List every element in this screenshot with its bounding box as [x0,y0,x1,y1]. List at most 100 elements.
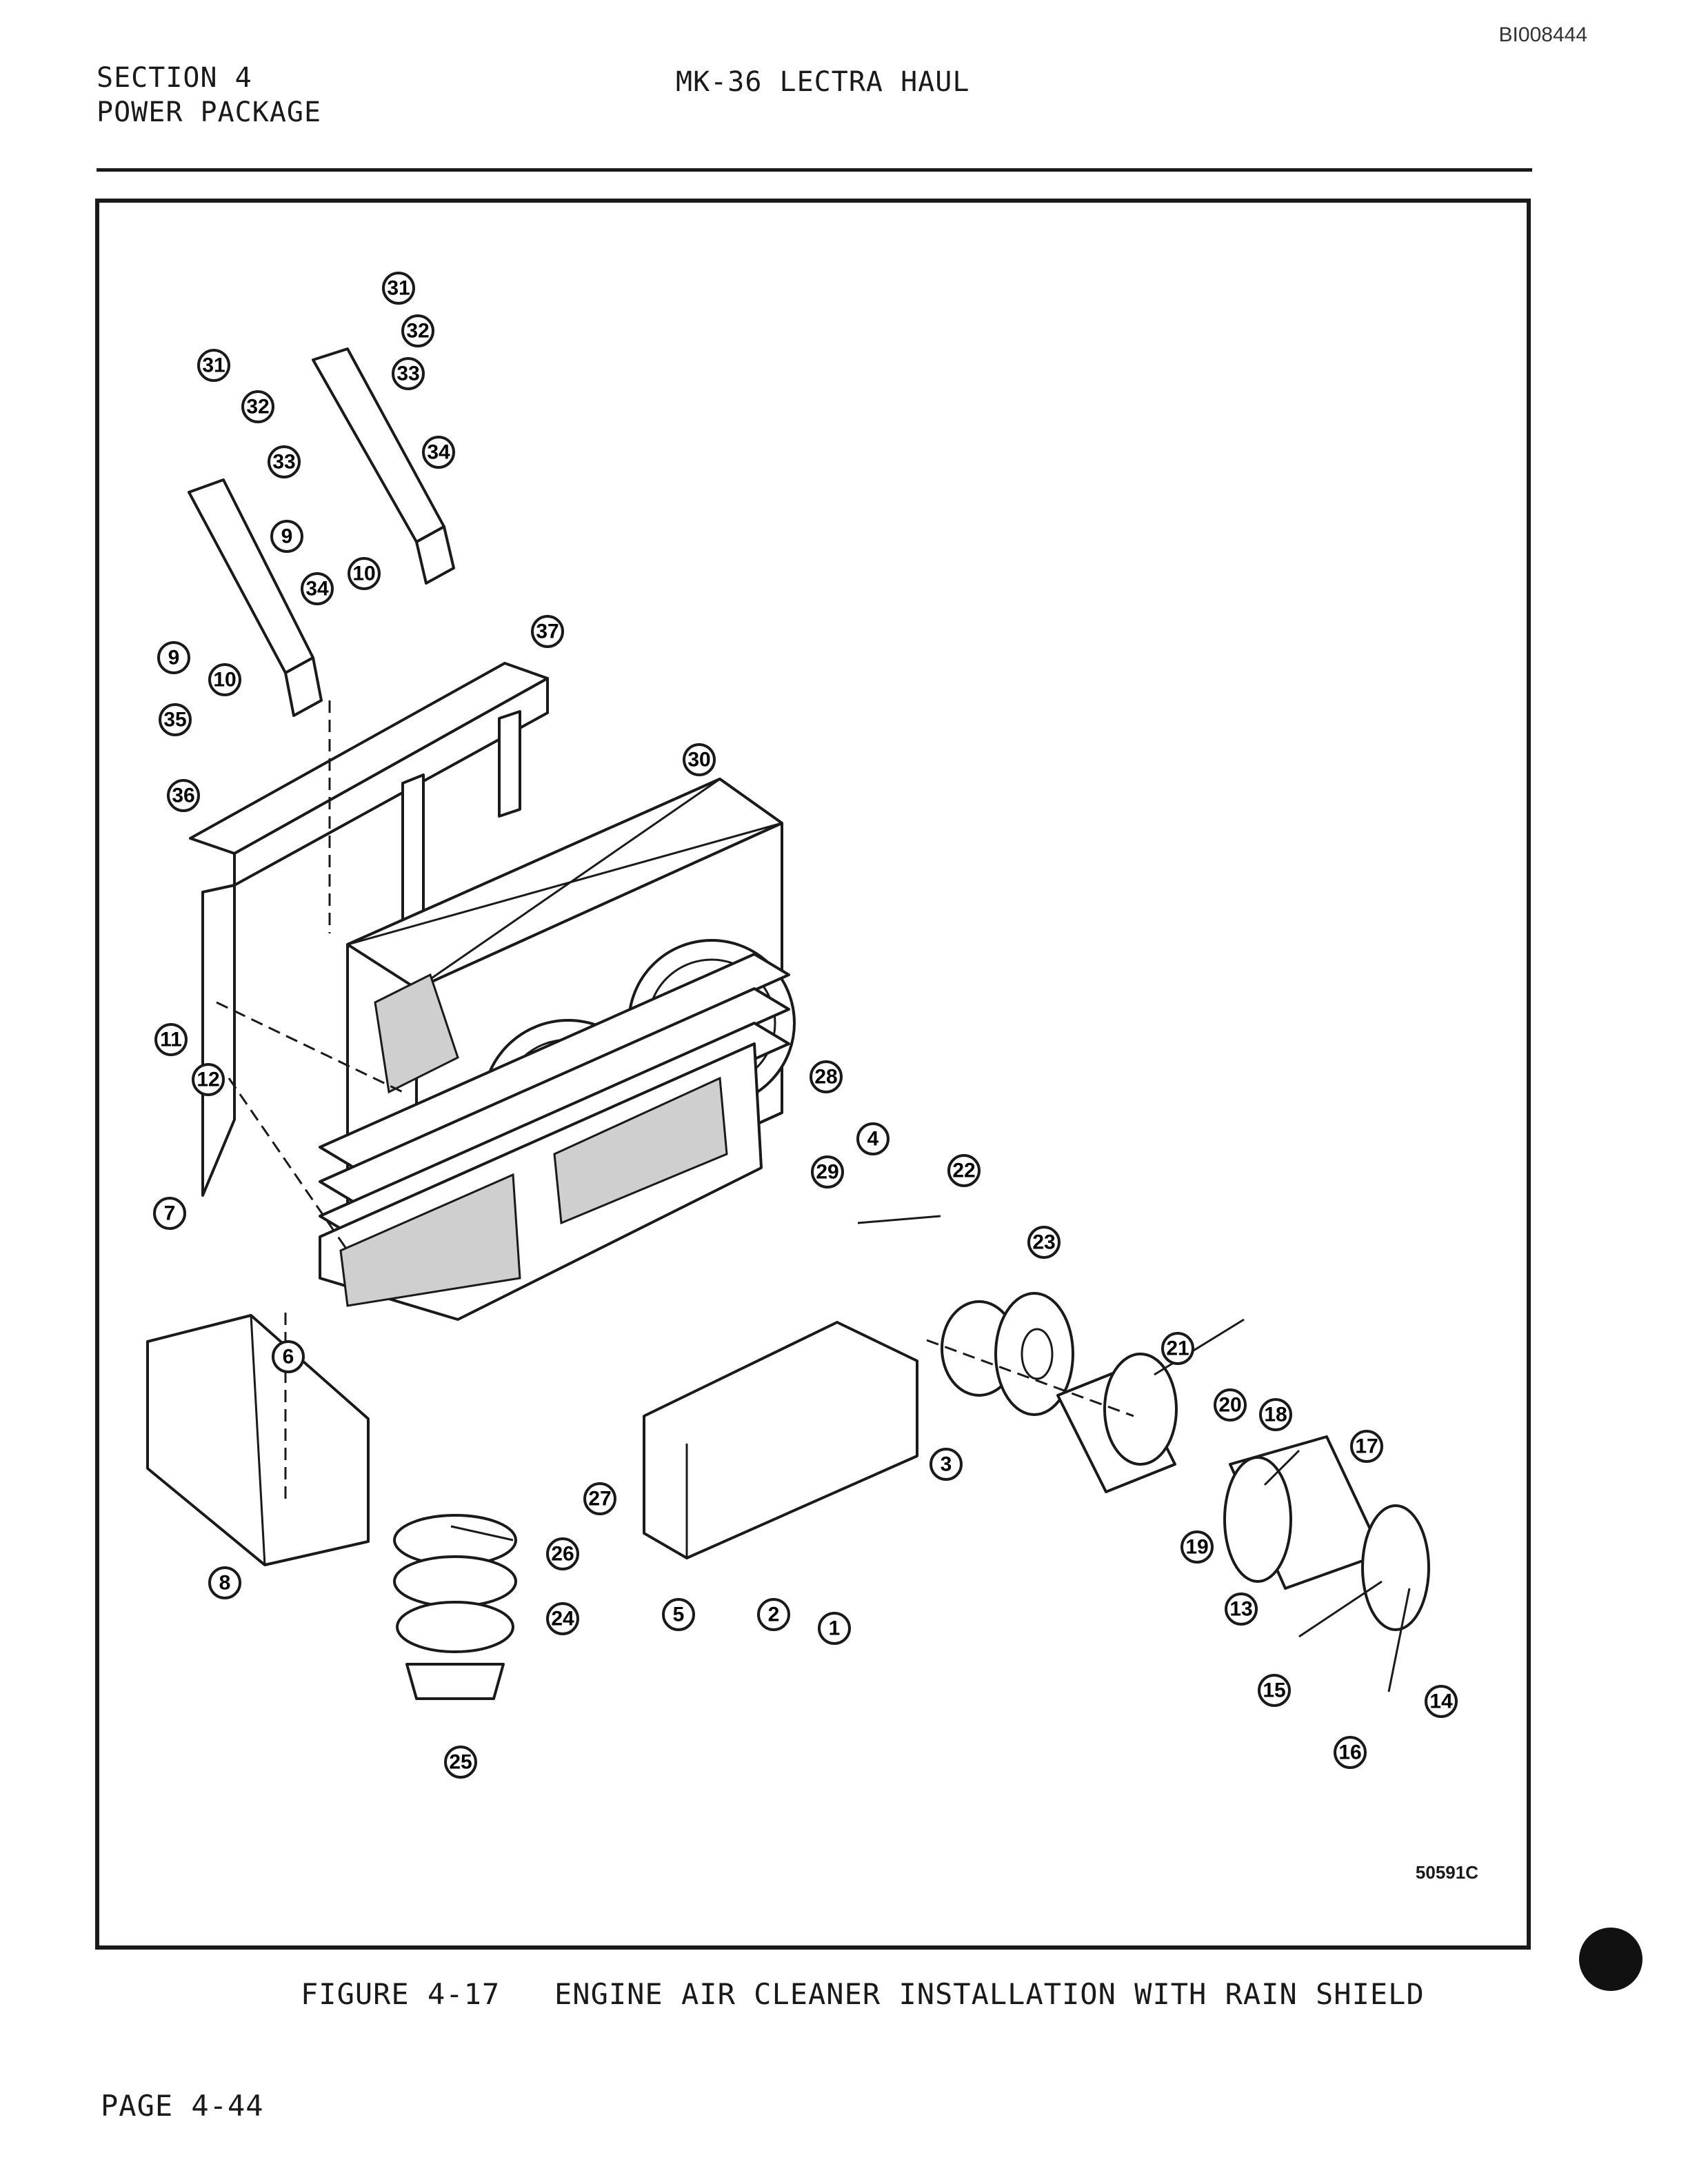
callout-33-a: 33 [392,357,425,390]
callout-10-a: 10 [348,557,381,590]
callout-8: 8 [208,1566,241,1599]
svg-text:16: 16 [1338,1741,1361,1764]
svg-text:21: 21 [1166,1337,1189,1360]
svg-text:26: 26 [551,1543,574,1566]
figure-caption: FIGURE 4-17 ENGINE AIR CLEANER INSTALLAT… [301,1977,1425,2011]
callout-32-b: 32 [241,390,274,423]
svg-text:35: 35 [163,709,186,731]
svg-text:19: 19 [1185,1536,1208,1559]
svg-text:17: 17 [1355,1435,1378,1458]
callout-34-b: 34 [301,572,334,605]
header-rule [97,168,1532,172]
svg-text:31: 31 [387,277,410,300]
svg-text:36: 36 [172,785,194,807]
binder-hole-mark [1579,1928,1642,1991]
filter-element-housing [1223,1435,1430,1631]
svg-text:25: 25 [449,1751,472,1774]
svg-text:34: 34 [427,441,450,464]
callout-27: 27 [583,1482,616,1515]
support-bracket-front [188,478,323,717]
svg-text:20: 20 [1218,1394,1241,1417]
svg-text:8: 8 [219,1572,231,1595]
page-number: PAGE 4-44 [101,2089,264,2123]
callout-34-a: 34 [422,436,455,469]
svg-text:27: 27 [588,1488,611,1510]
callout-26: 26 [546,1537,579,1570]
svg-text:22: 22 [952,1160,975,1182]
svg-text:5: 5 [673,1604,685,1626]
svg-text:13: 13 [1229,1598,1252,1621]
figure-code: 50591C [1415,1862,1478,1883]
callout-29: 29 [811,1155,844,1189]
svg-text:6: 6 [283,1346,294,1368]
section-heading: SECTION 4 POWER PACKAGE [97,61,321,130]
svg-text:1: 1 [829,1617,841,1640]
svg-text:2: 2 [768,1604,780,1626]
support-bracket-rear [312,347,455,585]
callout-23: 23 [1027,1226,1061,1259]
svg-text:29: 29 [816,1161,838,1184]
dust-cup-assembly [393,1514,517,1700]
svg-text:7: 7 [164,1202,176,1225]
callout-18: 18 [1259,1398,1292,1431]
svg-text:18: 18 [1264,1404,1287,1426]
callout-5: 5 [662,1598,695,1631]
callout-20: 20 [1214,1388,1247,1422]
svg-text:32: 32 [246,396,269,418]
svg-text:34: 34 [305,578,329,600]
callout-2: 2 [757,1598,790,1631]
callout-21: 21 [1161,1332,1194,1365]
svg-text:37: 37 [536,620,559,643]
callout-31-a: 31 [382,272,415,305]
document-id: BI008444 [1498,23,1587,46]
svg-text:32: 32 [406,320,429,343]
callout-15: 15 [1258,1674,1291,1707]
callout-25: 25 [444,1746,477,1779]
svg-text:4: 4 [867,1128,879,1151]
callout-11: 11 [154,1023,188,1056]
svg-text:33: 33 [396,363,419,385]
shield-panel-right [643,1321,918,1559]
callout-22: 22 [947,1154,981,1187]
callout-28: 28 [810,1060,843,1093]
svg-text:24: 24 [551,1608,574,1630]
callout-19: 19 [1180,1530,1214,1564]
callout-36: 36 [167,779,200,812]
callout-1: 1 [818,1612,851,1645]
svg-text:23: 23 [1032,1231,1055,1254]
callout-33-b: 33 [268,445,301,478]
callout-9-a: 9 [270,520,303,553]
callout-13: 13 [1225,1593,1258,1626]
callout-12: 12 [192,1063,225,1096]
callout-6: 6 [272,1340,305,1373]
figure-frame: 31 32 33 31 32 33 34 34 9 10 9 10 35 36 … [95,199,1531,1950]
callout-24: 24 [546,1602,579,1635]
section-title: POWER PACKAGE [97,97,322,128]
callout-7: 7 [153,1197,186,1230]
svg-text:10: 10 [213,669,236,691]
callout-32-a: 32 [401,314,434,347]
svg-text:12: 12 [197,1069,219,1091]
svg-text:9: 9 [168,647,180,669]
callout-31-b: 31 [197,349,230,382]
callout-30: 30 [683,743,716,776]
precleaner-tray [319,1042,763,1321]
svg-text:11: 11 [160,1029,182,1051]
svg-text:33: 33 [272,451,295,474]
shield-panel-left [146,1314,370,1566]
exploded-view-drawing: 31 32 33 31 32 33 34 34 9 10 9 10 35 36 … [146,272,1458,1779]
callout-4: 4 [856,1122,890,1155]
svg-text:15: 15 [1263,1679,1285,1702]
callout-16: 16 [1334,1736,1367,1769]
callout-14: 14 [1425,1685,1458,1718]
svg-text:31: 31 [202,354,225,377]
callout-3: 3 [930,1448,963,1481]
svg-text:3: 3 [941,1453,952,1476]
svg-text:10: 10 [352,563,375,585]
svg-text:14: 14 [1429,1690,1453,1713]
svg-text:9: 9 [281,525,293,548]
svg-text:30: 30 [687,749,710,771]
indicator-adapter [941,1292,1074,1416]
callout-35: 35 [159,703,192,736]
callout-17: 17 [1350,1430,1383,1463]
